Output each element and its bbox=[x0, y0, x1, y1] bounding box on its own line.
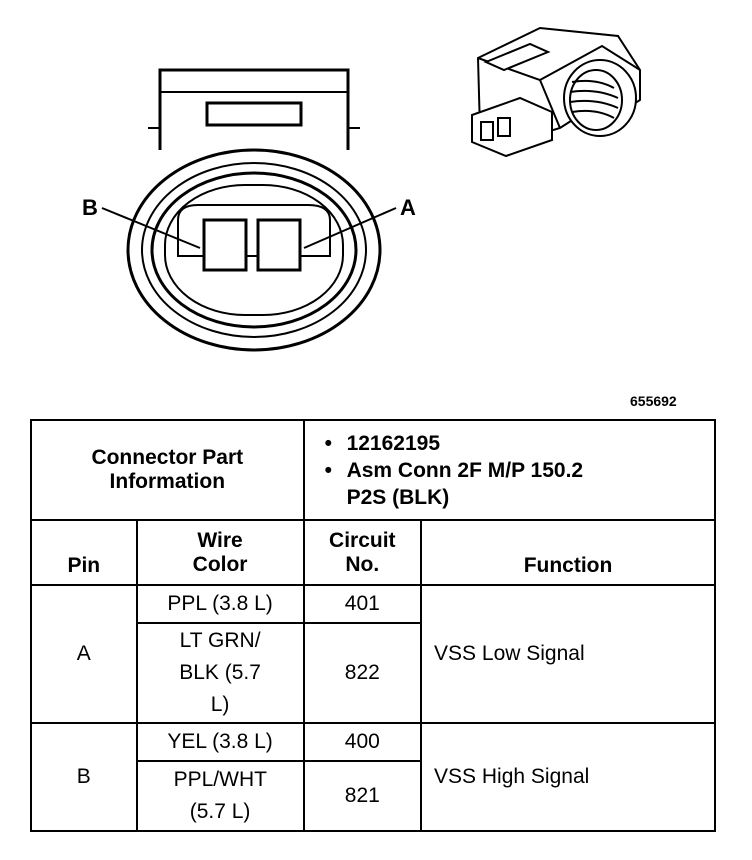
connector-figure: B A 655692 bbox=[0, 0, 752, 415]
leader-line-b bbox=[101, 207, 201, 249]
part-info-list: 12162195 Asm Conn 2F M/P 150.2 P2S (BLK) bbox=[302, 419, 717, 521]
function-cell: VSS Low Signal bbox=[420, 584, 716, 724]
part-number-item: 12162195 bbox=[325, 430, 708, 457]
circuit-cell: 822 bbox=[302, 622, 423, 724]
header-circuit-no: Circuit No. bbox=[302, 519, 423, 586]
leader-line-a bbox=[303, 207, 397, 249]
pin-label-b: B bbox=[82, 195, 98, 220]
wire-color-cell: LT GRN/ BLK (5.7 L) bbox=[135, 622, 305, 724]
function-cell: VSS High Signal bbox=[420, 722, 716, 832]
table-row: PPL/WHT (5.7 L) 821 bbox=[31, 760, 715, 832]
wire-color-cell: PPL/WHT (5.7 L) bbox=[135, 760, 305, 832]
pin-cell: A bbox=[30, 584, 138, 724]
part-description-item: Asm Conn 2F M/P 150.2 P2S (BLK) bbox=[325, 457, 627, 511]
circuit-cell: 400 bbox=[302, 722, 423, 762]
header-wire-color: Wire Color bbox=[135, 519, 305, 586]
table-row: B YEL (3.8 L) 400 VSS High Signal bbox=[30, 722, 716, 832]
pin-label-a: A bbox=[400, 195, 416, 220]
circuit-cell: 821 bbox=[302, 760, 423, 832]
pin-cavity-b bbox=[202, 218, 248, 272]
part-info-row: Connector Part Information 12162195 Asm … bbox=[30, 419, 717, 521]
wire-color-cell: YEL (3.8 L) bbox=[135, 722, 305, 762]
part-info-label: Connector Part Information bbox=[30, 419, 305, 521]
circuit-cell: 401 bbox=[302, 584, 423, 624]
header-pin: Pin bbox=[30, 519, 138, 586]
header-function: Function bbox=[420, 519, 716, 586]
pin-cell: B bbox=[30, 722, 138, 832]
connector-table: Connector Part Information 12162195 Asm … bbox=[30, 419, 717, 832]
connector-face-drawing: B A bbox=[82, 26, 641, 352]
wire-color-cell: PPL (3.8 L) bbox=[135, 584, 305, 624]
header-row: Pin Wire Color Circuit No. Function bbox=[30, 519, 716, 586]
table-row: LT GRN/ BLK (5.7 L) 822 bbox=[31, 622, 715, 724]
table-row: A PPL (3.8 L) 401 VSS Low Signal bbox=[30, 584, 716, 724]
pin-cavity-a bbox=[256, 218, 302, 272]
connector-isometric-drawing bbox=[471, 26, 641, 158]
figure-id: 655692 bbox=[630, 393, 677, 409]
